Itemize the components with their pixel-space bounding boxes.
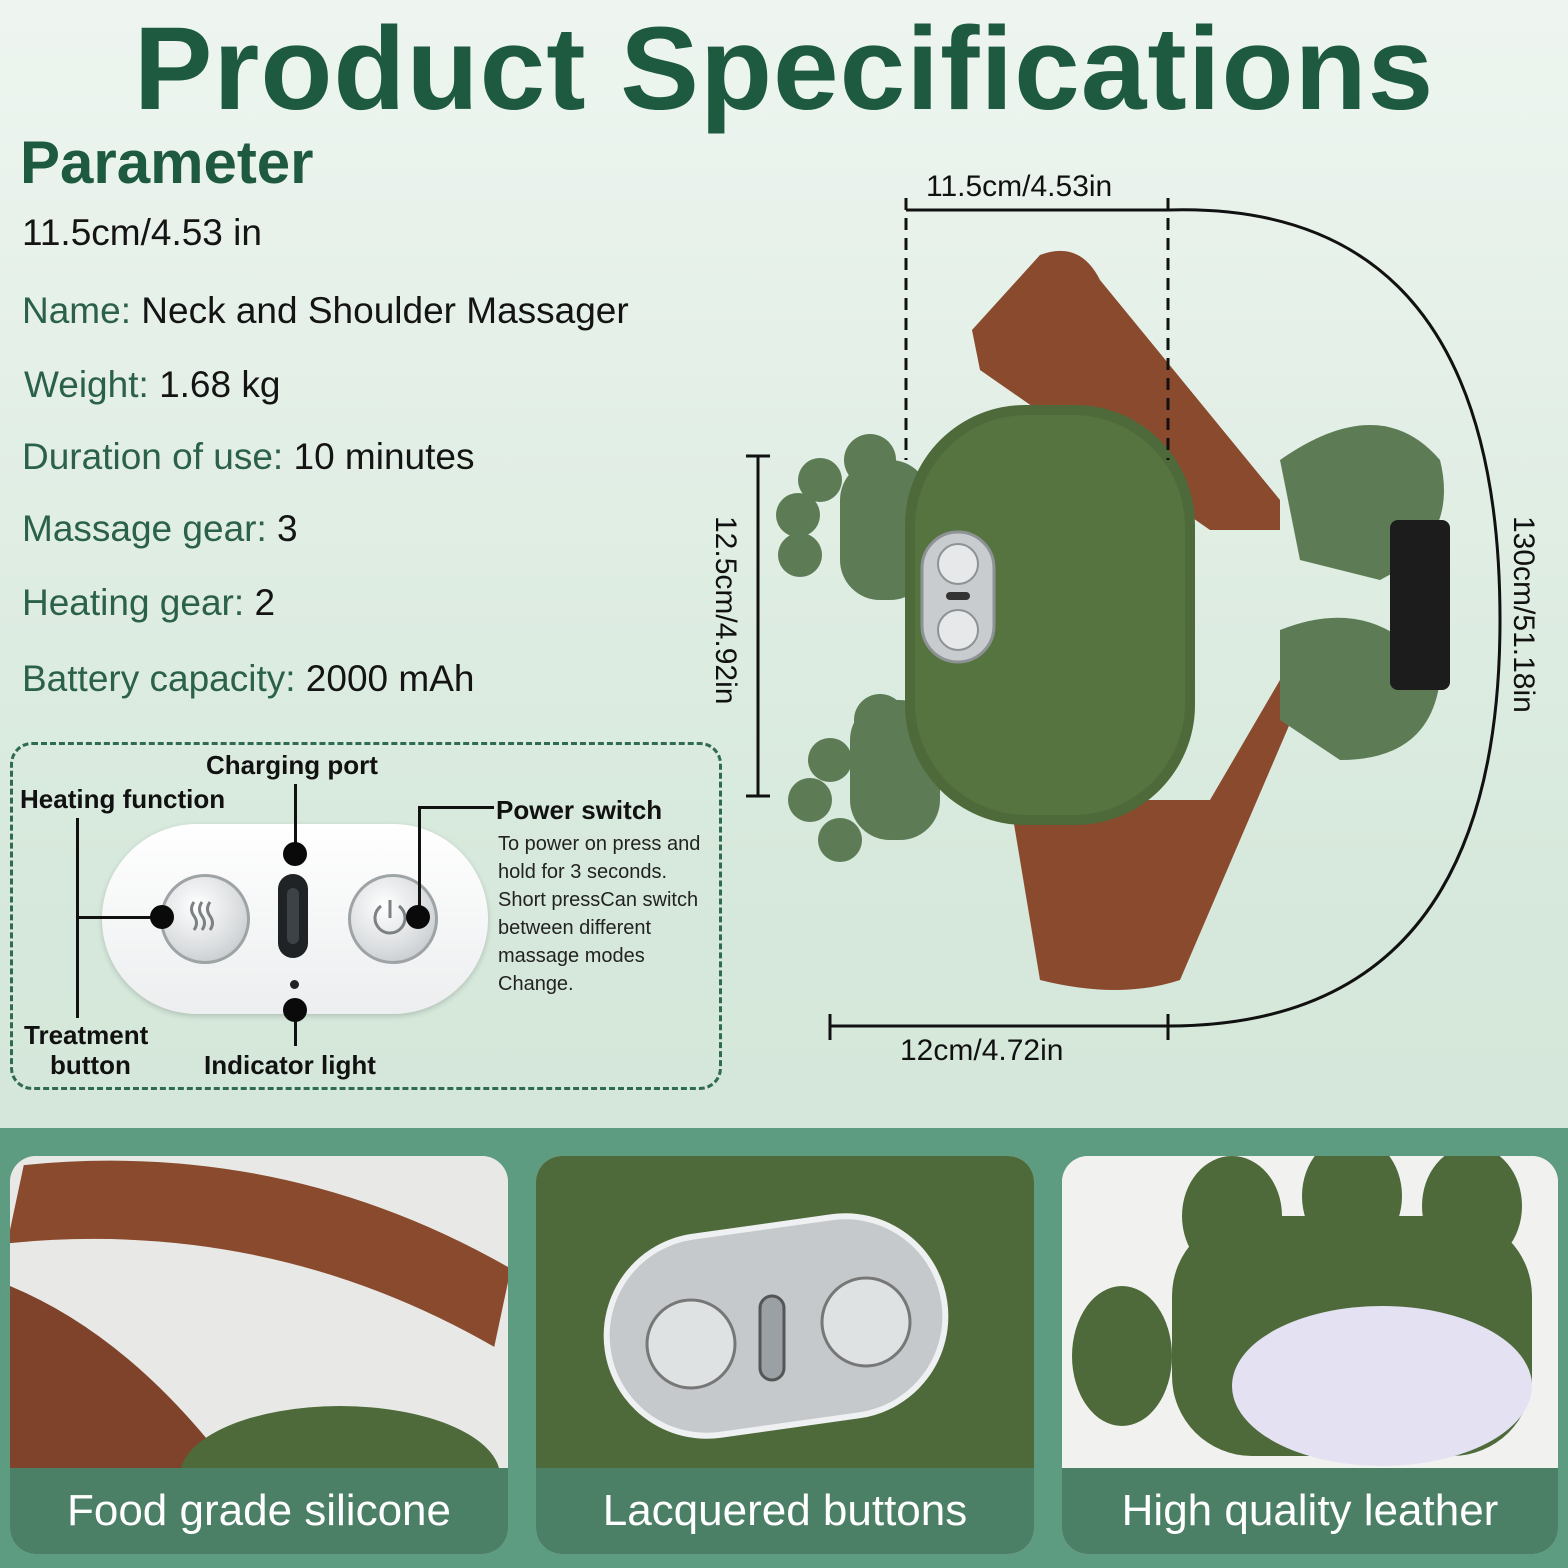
label-indicator-light: Indicator light <box>204 1050 376 1080</box>
power-switch-description: To power on press and hold for 3 seconds… <box>498 830 700 998</box>
label-treatment-button-line2: button <box>50 1050 131 1080</box>
feature-caption: High quality leather <box>1062 1468 1558 1554</box>
spec-battery-value: 2000 mAh <box>305 658 475 699</box>
spec-battery: Battery capacity: 2000 mAh <box>22 658 474 700</box>
spec-weight-label: Weight: <box>24 364 149 405</box>
paw-closeup-image <box>1062 1156 1558 1468</box>
spec-duration-label: Duration of use: <box>22 436 284 477</box>
pointer-dot <box>150 905 174 929</box>
power-desc-line: Short pressCan switch <box>498 889 699 911</box>
spec-duration-value: 10 minutes <box>293 436 475 477</box>
pointer-dot <box>283 842 307 866</box>
dimension-height: 12.5cm/4.92in <box>709 516 742 705</box>
pointer-dot <box>283 998 307 1022</box>
buttons-closeup-image <box>536 1156 1034 1468</box>
massager-illustration <box>746 198 1502 1040</box>
usb-c-charging-port <box>278 874 308 958</box>
spec-heating-value: 2 <box>254 582 276 623</box>
spec-massage-value: 3 <box>277 508 298 549</box>
power-button <box>348 874 438 964</box>
indicator-light-led <box>290 980 299 989</box>
label-heating-function: Heating function <box>20 784 226 814</box>
power-desc-line: massage modes <box>498 945 645 967</box>
label-power-switch: Power switch <box>496 795 663 825</box>
feature-caption: Food grade silicone <box>10 1468 508 1554</box>
pointer-dot <box>406 905 430 929</box>
label-treatment-button-line1: Treatment <box>24 1020 149 1050</box>
spec-massage-label: Massage gear: <box>22 508 267 549</box>
feature-card-buttons: Lacquered buttons <box>536 1156 1034 1554</box>
spec-name-label: Name: <box>22 290 131 331</box>
parameter-heading: Parameter <box>20 129 314 196</box>
leather-closeup-image <box>10 1156 508 1546</box>
power-desc-line: Change. <box>498 973 574 995</box>
spec-battery-label: Battery capacity: <box>22 658 296 699</box>
label-charging-port: Charging port <box>206 750 378 780</box>
feature-card-leather: High quality leather <box>1062 1156 1558 1554</box>
spec-weight: Weight: 1.68 kg <box>24 364 280 406</box>
spec-massage-gear: Massage gear: 3 <box>22 508 298 550</box>
power-desc-line: between different <box>498 917 652 939</box>
feature-card-silicone: Food grade silicone <box>10 1156 508 1554</box>
pointer-line <box>418 806 421 914</box>
spec-heating-gear: Heating gear: 2 <box>22 582 275 624</box>
spec-name: Name: Neck and Shoulder Massager <box>22 290 629 332</box>
spec-name-value: Neck and Shoulder Massager <box>141 290 629 331</box>
dimension-bottom-width: 12cm/4.72in <box>900 1034 1064 1067</box>
pointer-line <box>76 916 164 919</box>
power-desc-line: To power on press and <box>498 833 701 855</box>
button-diagram-frame <box>10 742 722 1090</box>
dimension-top-width: 11.5cm/4.53in <box>926 170 1113 203</box>
dimension-strap-length: 130cm/51.18in <box>1507 516 1540 713</box>
pointer-line <box>294 784 297 854</box>
spec-heating-label: Heating gear: <box>22 582 245 623</box>
page-title: Product Specifications <box>133 3 1435 135</box>
heat-waves-icon <box>190 901 214 931</box>
pointer-line <box>294 1010 297 1046</box>
power-icon <box>373 900 407 935</box>
power-desc-line: hold for 3 seconds. <box>498 861 667 883</box>
spec-size: 11.5cm/4.53 in <box>22 212 262 253</box>
spec-weight-value: 1.68 kg <box>159 364 281 405</box>
spec-duration: Duration of use: 10 minutes <box>22 436 475 478</box>
feature-caption: Lacquered buttons <box>536 1468 1034 1554</box>
pointer-line <box>418 806 494 809</box>
